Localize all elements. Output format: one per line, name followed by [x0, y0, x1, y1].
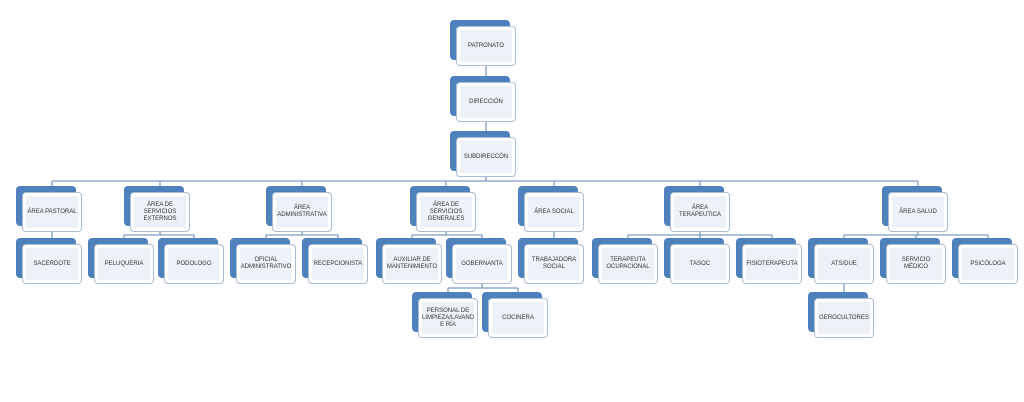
node-fisioterapeuta: FISIOTERAPEUTA [736, 238, 802, 284]
node-label: GEROCULTORES [819, 314, 869, 321]
node-label: SERVICIO MÉDICO [901, 257, 931, 270]
node-psicologa: PSICÓLOGA [952, 238, 1018, 284]
node-area-administrativa: ÁREA ADMINISTRATIVA [266, 186, 332, 232]
node-label: ÁREA SALUD [899, 208, 937, 215]
node-subdireccion: SUBDIRECCÓN [450, 131, 516, 177]
node-label: PATRONATO [468, 42, 504, 49]
node-gerocultores: GEROCULTORES [808, 292, 874, 338]
node-area-servicios-externos: ÁREA DE SERVICIOS EXTERNOS [124, 186, 190, 232]
node-patronato: PATRONATO [450, 20, 516, 66]
node-label: COCINERA [502, 314, 534, 321]
node-tasoc: TASOC [664, 238, 730, 284]
node-label: ÁREA PASTORAL [27, 208, 77, 215]
node-peluqueria: PELUQUERIA [88, 238, 154, 284]
node-area-terapeutica: ÁREA TERAPEUTICA [664, 186, 730, 232]
node-servicio-medico: SERVICIO MÉDICO [880, 238, 946, 284]
node-label: ÁREA DE SERVICIOS GENERALES [427, 201, 465, 222]
node-label: ÁREA ADMINISTRATIVA [277, 205, 327, 218]
node-sacerdote: SACERDOTE [16, 238, 82, 284]
node-label: PELUQUERIA [104, 260, 144, 267]
node-ats-due: ATS/DUE [808, 238, 874, 284]
node-label: TERAPEUTA OCUPACIONAL [606, 257, 650, 270]
node-cocinera: COCINERA [482, 292, 548, 338]
node-label: PSICÓLOGA [970, 260, 1006, 267]
node-recepcionista: RECEPCIONISTA [302, 238, 368, 284]
node-podologo: PODOLOGO [158, 238, 224, 284]
node-oficial-administrativo: OFICIAL ADMINISTRATIVO [230, 238, 296, 284]
node-label: SACERDOTE [33, 260, 71, 267]
node-label: ÁREA DE SERVICIOS EXTERNOS [143, 201, 177, 222]
node-label: ÁREA SOCIAL [534, 208, 574, 215]
node-direccion: DIRECCIÓN [450, 76, 516, 122]
node-auxiliar-mantenimiento: AUXILIAR DE MANTENIMIENTO [376, 238, 442, 284]
node-label: DIRECCIÓN [469, 98, 503, 105]
node-area-pastoral: ÁREA PASTORAL [16, 186, 82, 232]
node-label: PERSONAL DE LIMPIEZA/LAVANDE RÍA [421, 307, 475, 328]
node-label: PODOLOGO [176, 260, 212, 267]
node-label: TRABAJADORA SOCIAL [531, 257, 577, 270]
node-gobernanta: GOBERNANTA [446, 238, 512, 284]
node-label: RECEPCIONISTA [313, 260, 363, 267]
node-label: GOBERNANTA [461, 260, 503, 267]
node-trabajadora-social: TRABAJADORA SOCIAL [518, 238, 584, 284]
node-terapeuta-ocupacional: TERAPEUTA OCUPACIONAL [592, 238, 658, 284]
node-area-servicios-generales: ÁREA DE SERVICIOS GENERALES [410, 186, 476, 232]
node-label: ATS/DUE [831, 260, 857, 267]
node-label: ÁREA TERAPEUTICA [678, 205, 721, 218]
node-area-social: ÁREA SOCIAL [518, 186, 584, 232]
node-personal-limpieza: PERSONAL DE LIMPIEZA/LAVANDE RÍA [412, 292, 478, 338]
node-label: OFICIAL ADMINISTRATIVO [240, 257, 292, 270]
node-label: SUBDIRECCÓN [463, 153, 509, 160]
node-label: TASOC [689, 260, 711, 267]
node-label: AUXILIAR DE MANTENIMIENTO [386, 257, 438, 270]
node-area-salud: ÁREA SALUD [882, 186, 948, 232]
node-label: FISIOTERAPEUTA [746, 260, 798, 267]
